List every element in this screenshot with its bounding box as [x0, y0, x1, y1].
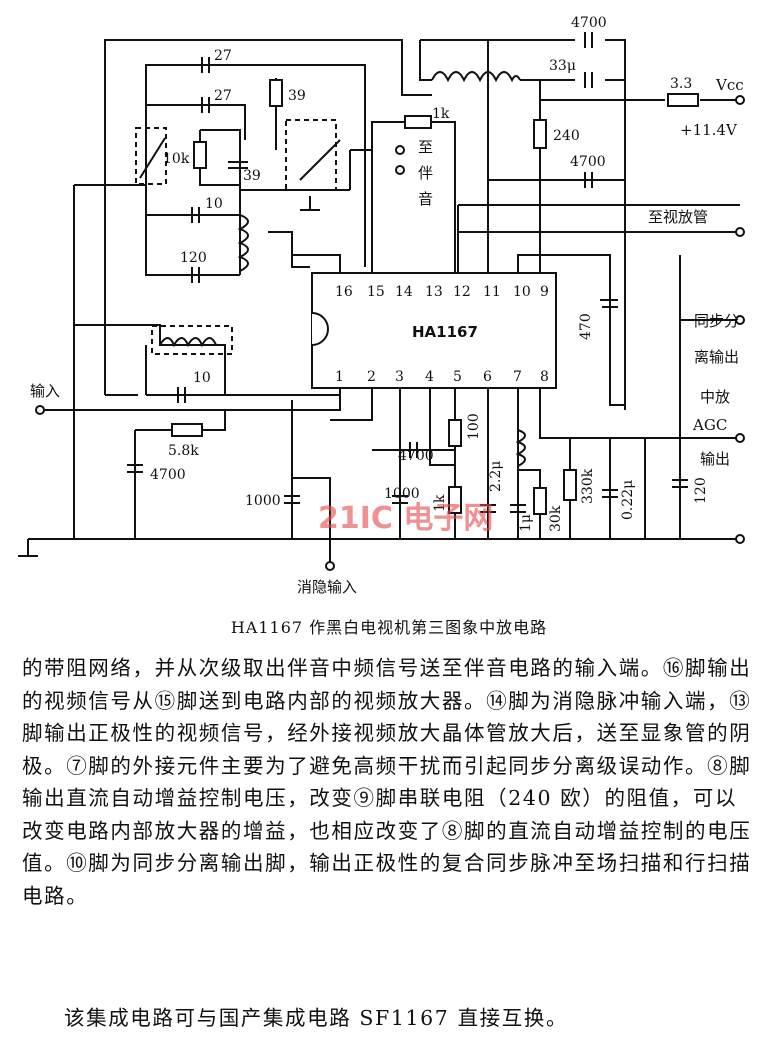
label-c-0-22u: 0.22μ — [620, 480, 636, 520]
label-r-330k: 330k — [580, 468, 596, 504]
ic-pin-12: 12 — [453, 284, 471, 300]
ic-pin-6: 6 — [483, 369, 492, 385]
terminals — [35, 95, 745, 571]
component-labels: 4700 33μ 3.3 Vcc +11.4V 27 27 39 39 1k 2… — [150, 15, 744, 532]
label-c-2-2u: 2.2μ — [488, 461, 504, 492]
watermark: 21IC 电子网 — [318, 501, 493, 536]
label-c-1u: 1μ — [518, 514, 534, 532]
body-paragraph-2: 该集成电路可与国产集成电路 SF1167 直接互换。 — [64, 1006, 569, 1030]
label-c-1000-b: 1000 — [384, 486, 420, 502]
label-supply: +11.4V — [680, 121, 738, 139]
resistors — [171, 79, 699, 515]
label-to-sound: 至伴音 — [418, 138, 433, 208]
ic-name: HA1167 — [412, 323, 478, 341]
ic-pin-10: 10 — [513, 284, 531, 300]
figure-caption: HA1167 作黑白电视机第三图象中放电路 — [230, 618, 548, 637]
label-c-27-b: 27 — [214, 88, 232, 104]
ic-pin-9: 9 — [540, 284, 549, 300]
ic-pin-4: 4 — [425, 369, 434, 385]
body-paragraph-1: 的带阻网络，并从次级取出伴音中频信号送至伴音电路的输入端。⑯脚输出的视频信号从⑮… — [22, 656, 752, 908]
label-c-1000-a: 1000 — [245, 493, 281, 509]
label-c-4700-mid: 4700 — [570, 154, 606, 170]
coils — [135, 71, 526, 467]
label-c-120-b: 120 — [693, 477, 709, 504]
ic-pin-13: 13 — [425, 284, 443, 300]
capacitors — [127, 32, 688, 513]
label-agc-2: AGC — [692, 416, 727, 434]
label-c-470: 470 — [578, 313, 594, 340]
signal-labels: 至伴音 至视放管 同步分 离输出 中放 AGC 输出 输入 消隐输入 — [30, 138, 739, 596]
label-c-10-b: 10 — [193, 370, 211, 386]
label-blank-input: 消隐输入 — [297, 578, 357, 596]
ic-pin-14: 14 — [395, 284, 413, 300]
ic-pin-1: 1 — [335, 369, 344, 385]
label-r-5-8k: 5.8k — [168, 443, 199, 459]
label-r-100: 100 — [466, 413, 482, 440]
ic-pin-2: 2 — [367, 369, 376, 385]
ic-pin-3: 3 — [395, 369, 404, 385]
label-r-1k-b: 1k — [432, 494, 448, 512]
label-r-39: 39 — [288, 88, 306, 104]
ic-pin-15: 15 — [367, 284, 385, 300]
label-c-27-a: 27 — [214, 48, 232, 64]
ic-pins-bottom: 1 2 3 4 5 6 7 8 — [335, 369, 549, 385]
ic-pin-5: 5 — [453, 369, 462, 385]
label-r-1k: 1k — [432, 106, 450, 122]
label-r-10k: 10k — [163, 151, 190, 167]
label-r-240: 240 — [553, 128, 580, 144]
label-c-4700-left: 4700 — [150, 467, 186, 483]
ic-pin-7: 7 — [513, 369, 522, 385]
ic-pins-top: 16 15 14 13 12 11 10 9 — [335, 284, 549, 300]
label-c-39: 39 — [243, 168, 261, 184]
label-r-30k: 30k — [548, 505, 564, 532]
label-sync-out-2: 离输出 — [694, 348, 739, 366]
label-agc-1: 中放 — [700, 388, 730, 406]
label-c-10-a: 10 — [205, 196, 223, 212]
ic-ha1167: HA1167 — [311, 272, 557, 389]
ground-symbol — [300, 196, 320, 211]
label-agc-3: 输出 — [700, 450, 730, 468]
label-sync-out-1: 同步分 — [694, 312, 739, 330]
ic-pin-11: 11 — [483, 284, 501, 300]
label-input: 输入 — [30, 382, 60, 400]
wiring — [18, 39, 740, 566]
label-r-3-3: 3.3 — [670, 76, 692, 92]
label-to-tube: 至视放管 — [648, 208, 708, 226]
label-c-4700-top: 4700 — [571, 15, 607, 31]
label-vcc: Vcc — [715, 76, 744, 94]
ic-pin-8: 8 — [540, 369, 549, 385]
label-c-33u: 33μ — [549, 58, 576, 74]
label-c-120-a: 120 — [180, 250, 207, 266]
ic-pin-16: 16 — [335, 284, 353, 300]
label-c-4700-pin4: 4700 — [398, 448, 434, 464]
